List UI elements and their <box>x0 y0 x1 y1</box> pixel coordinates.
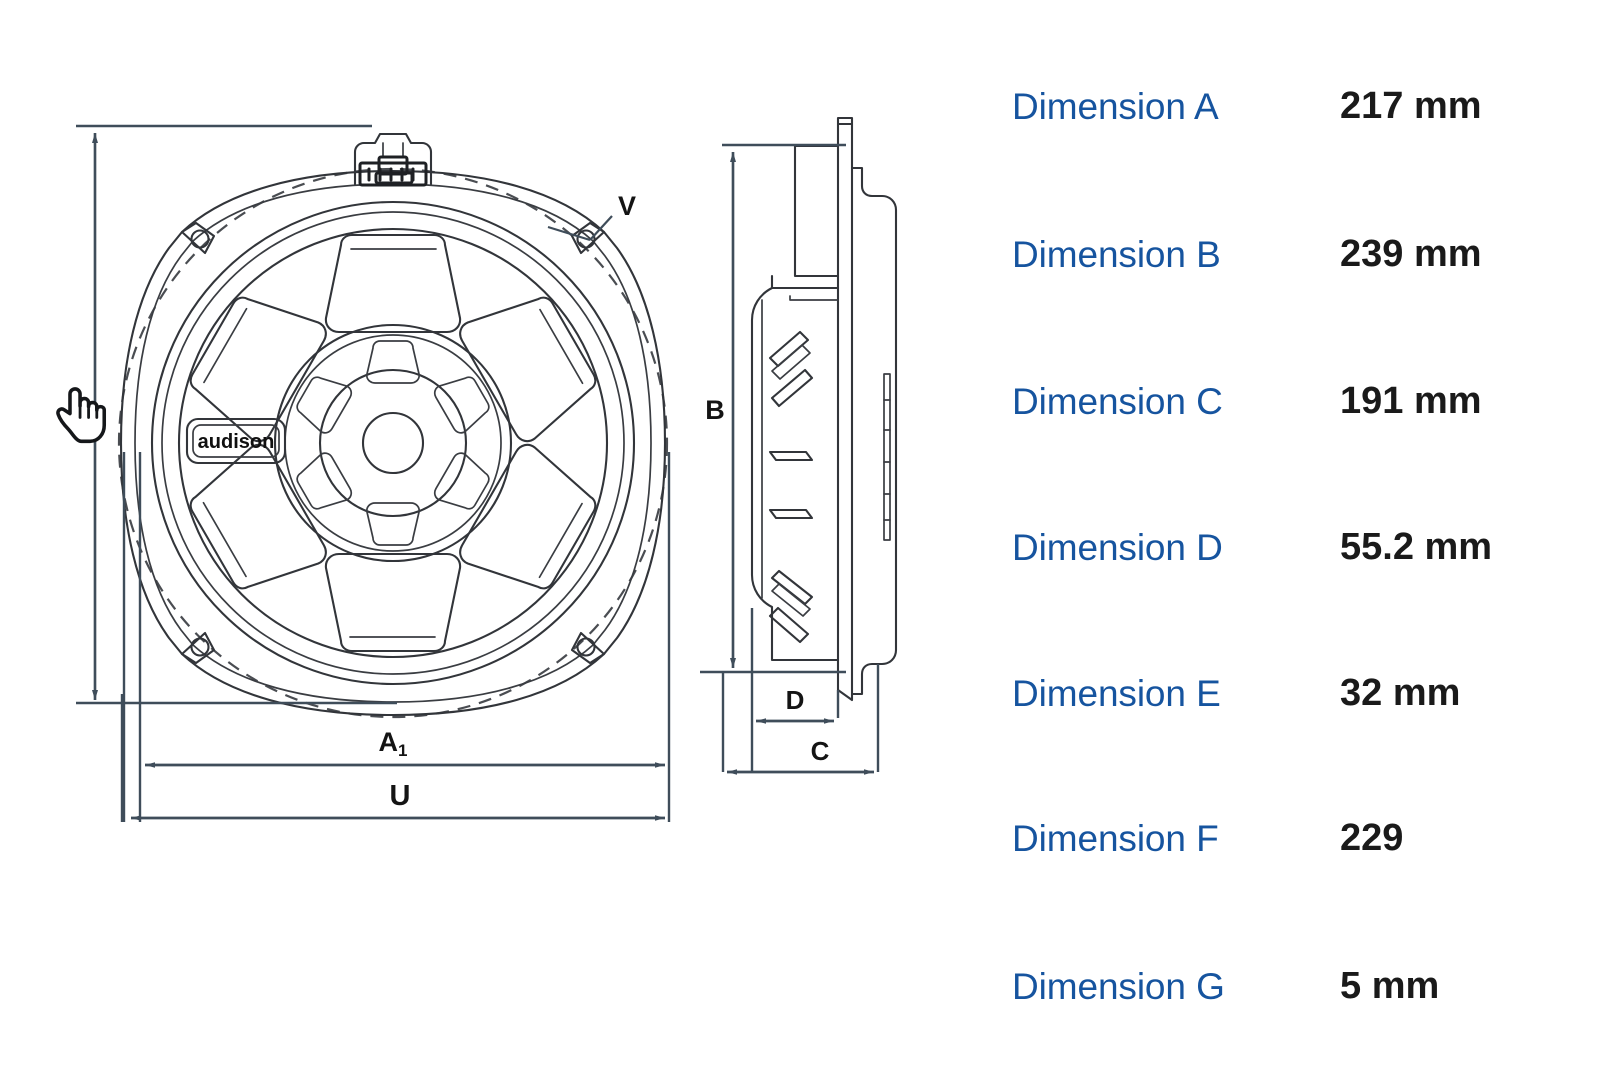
side-terminal-stub <box>836 116 854 126</box>
side-basket-body <box>850 166 898 696</box>
dustcap-ring <box>318 368 468 518</box>
dimension-row-d: Dimension D 55.2 mm <box>1000 519 1600 575</box>
dimension-row-d-label: Dimension D <box>1012 526 1223 568</box>
dimension-row-a-value: 217 mm <box>1340 85 1482 127</box>
dimension-c-label: C <box>811 736 830 766</box>
dimension-u-label: U <box>390 780 411 812</box>
cone-spoke-cutouts <box>189 233 597 653</box>
hub-outer-ring <box>273 323 513 563</box>
hand-cursor-finger-lines <box>78 406 99 419</box>
dimension-row-c-value: 191 mm <box>1340 380 1482 422</box>
dimension-row-f-label: Dimension F <box>1012 817 1219 859</box>
side-flange-plate <box>836 122 854 702</box>
callout-v-leader <box>589 215 613 241</box>
dimension-row-e-value: 32 mm <box>1340 672 1461 714</box>
side-basket-ribs <box>750 144 840 662</box>
side-view-dimensions: B D C <box>700 143 880 775</box>
dimension-a1-label: A1 <box>379 727 408 760</box>
mounting-tab-bottom-left <box>180 631 216 665</box>
callout-v-group: V <box>547 191 636 242</box>
screw-hole-bottom-right <box>576 637 596 657</box>
cone-cutout-lower-right <box>459 443 597 590</box>
dimension-row-f: Dimension F 229 <box>1000 810 1600 866</box>
dimension-d-label: D <box>786 685 805 715</box>
dimension-row-c: Dimension C 191 mm <box>1000 373 1600 429</box>
dimension-row-b: Dimension B 239 mm <box>1000 226 1600 282</box>
dimension-row-g-value: 5 mm <box>1340 965 1440 1007</box>
dimension-row-b-value: 239 mm <box>1340 233 1482 275</box>
dimension-row-c-label: Dimension C <box>1012 380 1223 422</box>
cone-outer-edge <box>177 227 609 659</box>
cone-cutout-upper-right <box>459 296 597 443</box>
center-dustcap <box>361 411 425 475</box>
surround-outer-ring <box>150 200 636 686</box>
mounting-tab-top-right <box>570 221 606 255</box>
mounting-tab-bottom-right <box>570 631 606 665</box>
dimension-row-e-label: Dimension E <box>1012 672 1221 714</box>
callout-v-leader-2 <box>547 225 591 242</box>
dimension-row-d-value: 55.2 mm <box>1340 526 1493 568</box>
hub-spoke-cutouts <box>296 340 490 546</box>
dimension-row-e: Dimension E 32 mm <box>1000 665 1600 721</box>
dimension-list: Dimension A 217 mm Dimension B 239 mm Di… <box>1000 0 1600 1092</box>
cone-cutout-bottom <box>324 552 462 653</box>
audison-logo-badge: audison <box>185 417 287 465</box>
cone-cutout-lower-left <box>189 443 327 590</box>
cone-cutout-top <box>324 233 462 334</box>
dimension-row-a: Dimension A 217 mm <box>1000 78 1600 134</box>
screw-hole-bottom-left <box>190 637 210 657</box>
dimension-row-g: Dimension G 5 mm <box>1000 958 1600 1014</box>
screw-hole-top-right <box>576 229 596 249</box>
dimension-row-f-value: 229 <box>1340 817 1404 859</box>
screw-hole-top-left <box>190 229 210 249</box>
hub-cutout-5 <box>296 452 353 510</box>
dimension-b-label: B <box>705 395 725 425</box>
hub-cutout-4 <box>366 502 420 546</box>
dimension-row-g-label: Dimension G <box>1012 965 1225 1007</box>
hub-cutout-1 <box>366 340 420 384</box>
surround-inner-ring <box>161 211 625 675</box>
callout-v-label: V <box>618 191 636 221</box>
hub-cutout-3 <box>433 452 490 510</box>
audison-logo-text: audison <box>198 431 275 453</box>
dimension-row-b-label: Dimension B <box>1012 233 1221 275</box>
hub-cutout-6 <box>296 376 353 434</box>
speaker-technical-drawing: .dimline { stroke: #3f4d5a; stroke-width… <box>56 116 898 822</box>
hub-mid-ring <box>284 334 502 552</box>
side-view-group <box>750 116 898 702</box>
terminal-connector-front <box>353 132 433 187</box>
mounting-tabs-group <box>180 221 606 665</box>
cone-cutout-upper-left <box>189 296 327 443</box>
hand-pointer-cursor[interactable] <box>56 387 107 444</box>
dimension-row-a-label: Dimension A <box>1012 85 1219 127</box>
mounting-hole-reference-circle <box>117 167 669 719</box>
front-view-group: audison V <box>117 132 669 719</box>
technical-drawing-pane: .dimline { stroke: #3f4d5a; stroke-width… <box>56 116 898 822</box>
hub-cutout-2 <box>433 376 490 434</box>
mounting-tab-top-left <box>180 221 216 255</box>
